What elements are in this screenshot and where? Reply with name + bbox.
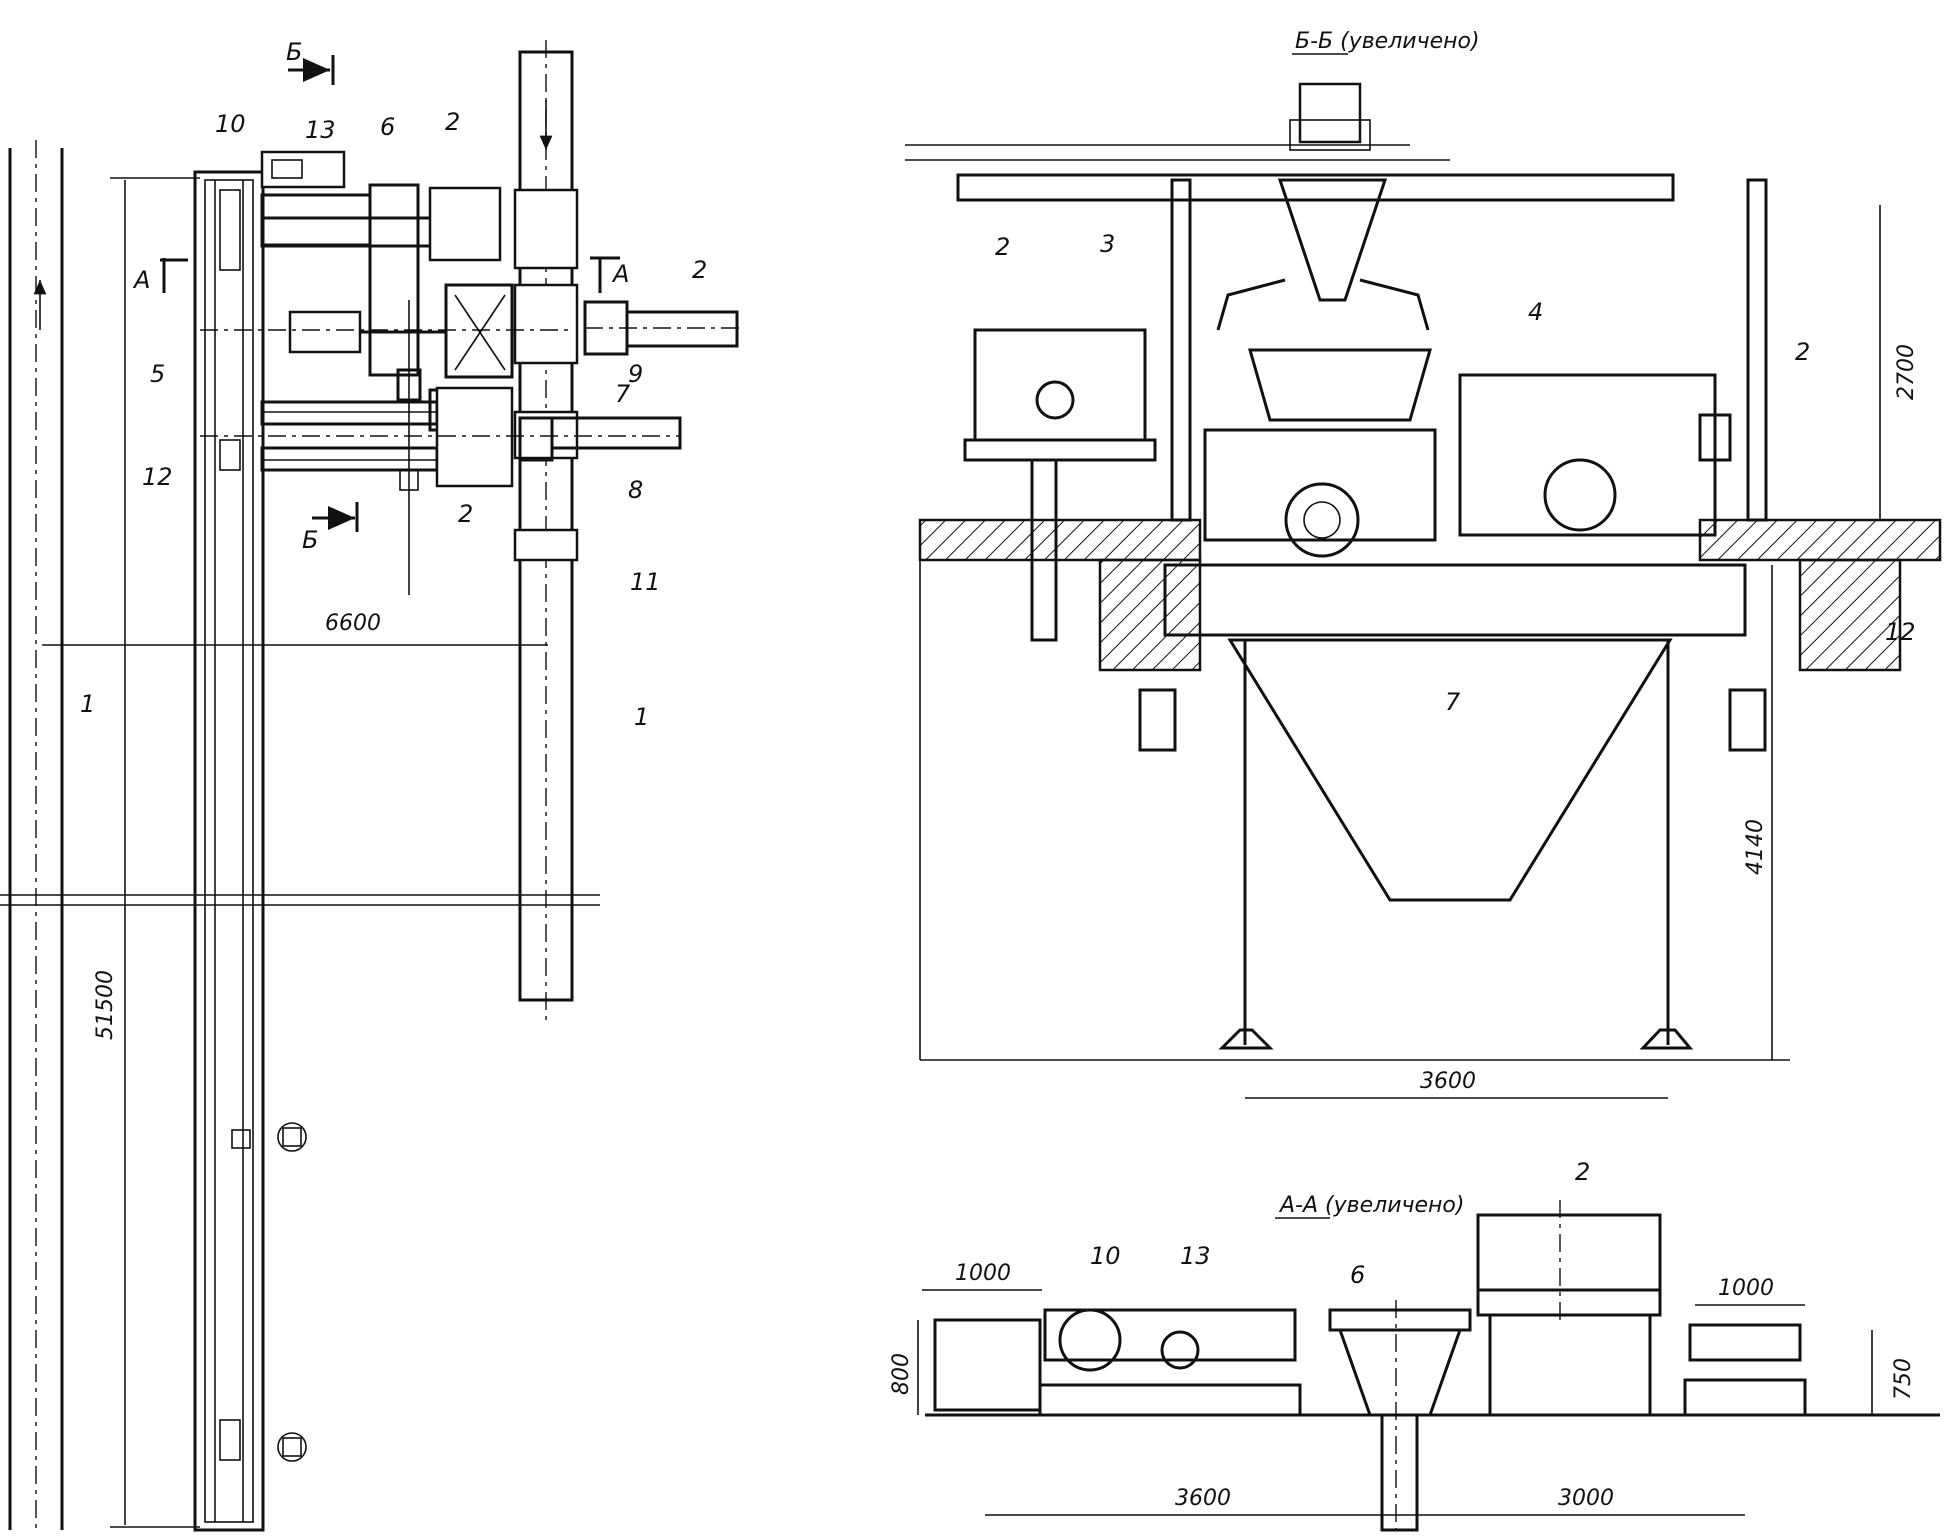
section-bb-dimensions: 2700 4140 3600	[1245, 205, 1919, 1099]
callout-9: 9	[628, 360, 643, 388]
elevator-tower	[193, 170, 307, 1532]
callout-2-top: 2	[445, 108, 460, 136]
aa-callout-13: 13	[1180, 1242, 1211, 1270]
top-units	[200, 150, 740, 432]
bb-callout-3: 3	[1100, 230, 1115, 258]
callout-12: 12	[142, 463, 173, 491]
drive-area	[200, 300, 682, 595]
callout-13: 13	[305, 116, 336, 144]
callout-10: 10	[215, 110, 246, 138]
dim-6600: 6600	[325, 611, 381, 636]
plan-callouts: 10 13 6 2 2 5 9 7 12 2 8 11 1 1	[80, 108, 707, 731]
right-conveyor	[513, 40, 579, 1020]
callout-6: 6	[380, 113, 395, 141]
dim-2700: 2700	[1894, 344, 1919, 400]
section-mark-a-left: А	[132, 266, 150, 294]
dim-51500: 51500	[93, 970, 118, 1040]
dim-3600-aa: 3600	[1175, 1486, 1231, 1511]
callout-1-left: 1	[80, 690, 95, 718]
aa-callout-6: 6	[1350, 1261, 1365, 1289]
dim-1000-right: 1000	[1718, 1276, 1774, 1301]
section-mark-b-bottom: Б	[302, 526, 318, 554]
bb-callout-12: 12	[1885, 618, 1916, 646]
aa-callout-10: 10	[1090, 1242, 1121, 1270]
callout-2-right: 2	[692, 256, 707, 284]
section-mark-b-top: Б	[286, 38, 302, 66]
section-aa-callouts: 10 13 6 2	[1090, 1158, 1590, 1289]
section-aa-title: А-А (увеличено)	[1278, 1193, 1464, 1218]
section-bb-title: Б-Б (увеличено)	[1295, 29, 1480, 54]
right-unit	[1458, 373, 1732, 537]
dim-750: 750	[1891, 1358, 1916, 1400]
callout-5: 5	[150, 360, 165, 388]
section-aa-dimensions: 1000 1000 800 750 3600 3000	[889, 1261, 1916, 1516]
left-unit	[963, 328, 1157, 642]
dim-1000-left: 1000	[955, 1261, 1011, 1286]
slab-and-foundation	[918, 518, 1942, 1061]
callout-1-right: 1	[634, 703, 649, 731]
bb-callout-2-left: 2	[995, 233, 1010, 261]
section-bb-callouts: 2 3 4 2 7 12	[995, 230, 1916, 716]
aa-callout-2: 2	[1575, 1158, 1590, 1186]
callout-11: 11	[630, 568, 661, 596]
aa-equipment	[925, 1200, 1940, 1532]
plan-dimensions: 51500 6600	[0, 177, 600, 1528]
dim-3600-bb: 3600	[1420, 1069, 1476, 1094]
dim-800: 800	[889, 1353, 914, 1395]
section-aa-view: А-А (увеличено) 1000 1000 8	[889, 1158, 1940, 1532]
callout-7: 7	[615, 380, 631, 408]
center-unit	[1203, 348, 1437, 558]
bb-callout-2-right: 2	[1795, 338, 1810, 366]
section-marks: Б Б А А	[132, 38, 629, 554]
section-bb-view: Б-Б (увеличено)	[905, 29, 1942, 1099]
plan-view: Б Б А А 51500 6600 10 13 6 2	[0, 38, 740, 1532]
section-mark-a-right: А	[611, 260, 629, 288]
dim-4140: 4140	[1743, 819, 1768, 875]
callout-2-lower: 2	[458, 500, 473, 528]
bb-callout-4: 4	[1528, 298, 1543, 326]
callout-8: 8	[628, 476, 643, 504]
left-conveyor	[8, 140, 64, 1530]
hopper-frame	[1138, 563, 1767, 1050]
overhead-gantry	[905, 82, 1768, 522]
dim-3000: 3000	[1558, 1486, 1614, 1511]
bb-callout-7: 7	[1445, 688, 1461, 716]
